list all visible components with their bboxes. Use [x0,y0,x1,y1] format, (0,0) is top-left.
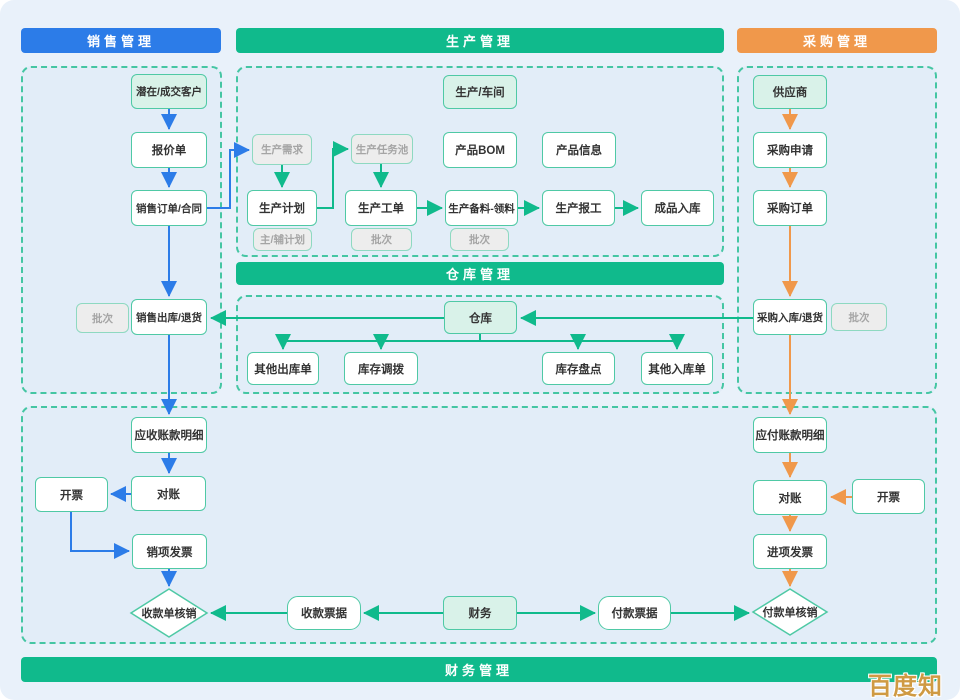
node-other-outbound: 其他出库单 [247,352,319,385]
node-stocktake: 库存盘点 [542,352,615,385]
node-finance: 财务 [443,596,517,630]
node-batch-tag-material: 批次 [450,228,509,251]
zone-sales [21,66,222,394]
node-reconciliation-right: 对账 [753,480,827,515]
node-receivable-detail: 应收账款明细 [131,417,207,453]
node-batch-tag-purchase: 批次 [831,303,887,331]
header-finance-management: 财务管理 [21,657,937,682]
header-sales-management: 销售管理 [21,28,221,53]
node-receipt-bill: 收款票据 [287,596,361,630]
node-reconciliation-left: 对账 [131,476,206,511]
node-production-demand: 生产需求 [252,134,312,165]
node-material-picking: 生产备料-领料 [445,190,518,226]
header-warehouse-management: 仓库管理 [236,262,724,285]
node-sales-order-contract: 销售订单/合同 [131,190,207,226]
node-payment-bill: 付款票据 [598,596,671,630]
node-purchase-request: 采购申请 [753,132,827,168]
header-purchase-management: 采购管理 [737,28,937,53]
node-supplier: 供应商 [753,75,827,109]
node-invoicing-left: 开票 [35,477,108,512]
node-other-inbound: 其他入库单 [641,352,713,385]
node-invoicing-right: 开票 [852,479,925,514]
node-product-bom: 产品BOM [443,132,517,168]
node-production-report: 生产报工 [542,190,615,226]
node-batch-tag-sales: 批次 [76,303,129,333]
node-production-workshop: 生产/车间 [443,75,517,109]
node-finished-goods-inbound: 成品入库 [641,190,714,226]
node-payable-detail: 应付账款明细 [753,417,827,453]
node-quotation: 报价单 [131,132,207,168]
baidu-zhidao-watermark: 百度知道 [868,673,943,700]
node-sales-invoice: 销项发票 [132,534,207,569]
node-purchase-order: 采购订单 [753,190,827,226]
label-payment-writeoff: 付款单核销 [762,607,818,619]
node-production-task-pool: 生产任务池 [351,134,413,164]
node-product-info: 产品信息 [542,132,616,168]
node-warehouse: 仓库 [444,301,517,334]
header-production-management: 生产管理 [236,28,724,53]
node-main-aux-plan: 主/辅计划 [253,228,312,251]
node-production-plan: 生产计划 [247,190,317,226]
node-potential-customer: 潜在/成交客户 [131,74,207,109]
node-purchase-inbound-return: 采购入库/退货 [753,299,827,335]
label-receipt-writeoff: 收款单核销 [141,608,197,620]
node-production-work-order: 生产工单 [345,190,417,226]
zone-purchase [737,66,937,394]
node-input-invoice: 进项发票 [753,534,827,569]
node-batch-tag-work-order: 批次 [351,228,412,251]
node-sales-outbound-return: 销售出库/退货 [131,299,207,335]
node-inventory-transfer: 库存调拨 [344,352,418,385]
